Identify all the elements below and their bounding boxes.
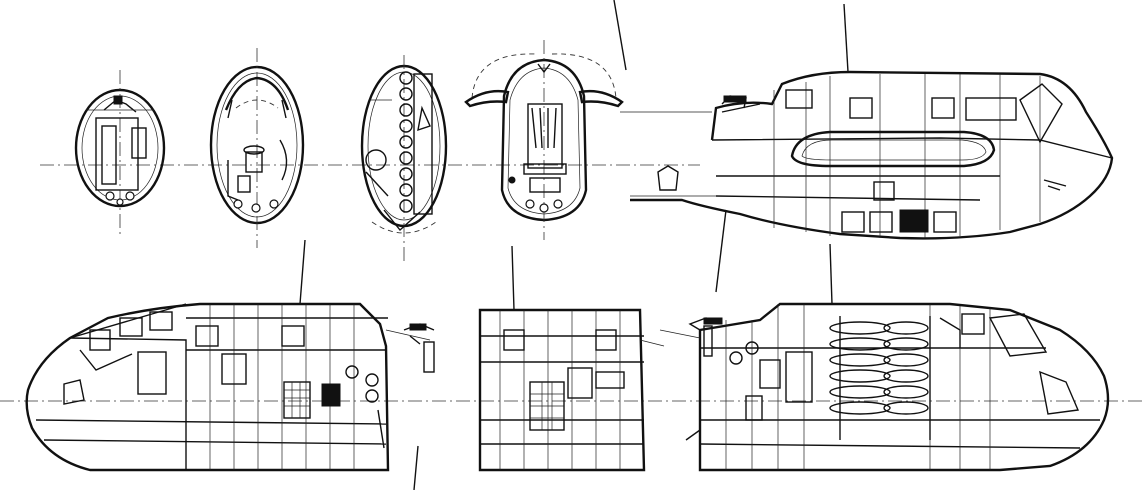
cutaway-nose-right (659, 243, 1110, 472)
antenna-mast (511, 245, 515, 311)
cutaway-center-left (478, 245, 665, 472)
bomb-rack (829, 316, 931, 440)
antenna-mast (299, 239, 306, 305)
drum-column (399, 71, 413, 213)
section-tail (74, 70, 166, 235)
leader-stroke (715, 209, 727, 293)
antenna-mast (829, 243, 833, 305)
section-nose-hatch (464, 40, 624, 240)
section-mid-cabin (360, 55, 448, 262)
leader-stroke (613, 0, 627, 71)
cutaway-nose-left (25, 239, 435, 490)
section-rear-cabin (209, 48, 305, 248)
nose-side-exterior (620, 3, 1114, 240)
